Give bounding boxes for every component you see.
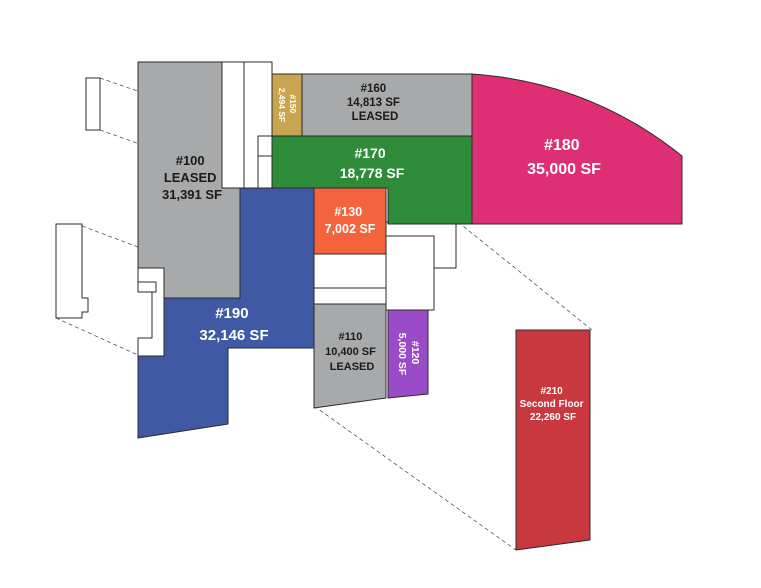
unit-100-area: 31,391 SF [162, 187, 222, 202]
unit-170-area: 18,778 SF [340, 165, 405, 181]
unit-210-number: #210 [540, 386, 563, 397]
projection-line [55, 317, 141, 357]
unit-120-number: #120 [409, 341, 421, 365]
unit-210-area: 22,260 SF [530, 412, 576, 423]
unit-130-label: #130 7,002 SF [325, 205, 376, 236]
unit-210-label: #210 Second Floor 22,260 SF [520, 386, 587, 423]
unit-210-floor: Second Floor [520, 399, 584, 410]
unit-110-label: #110 10,400 SF LEASED [325, 331, 379, 373]
unit-110-shape[interactable] [313, 303, 387, 409]
detached-outline [55, 223, 89, 319]
unit-120-area: 5,000 SF [396, 333, 408, 376]
unit-180-shape[interactable] [471, 73, 683, 225]
white-block [257, 155, 273, 189]
unit-180-label: #180 35,000 SF [527, 137, 601, 178]
unit-130-number: #130 [334, 205, 362, 219]
unit-130-shape[interactable] [313, 187, 387, 255]
unit-170-number: #170 [354, 145, 385, 161]
projection-line [313, 405, 517, 551]
unit-190-shape[interactable] [137, 187, 315, 439]
unit-150-label: #150 2,494 SF [277, 88, 298, 123]
unit-160-label: #160 14,813 SF LEASED [347, 83, 403, 123]
unit-150-shape[interactable] [271, 73, 303, 137]
building-structure [221, 61, 457, 311]
projection-line [457, 221, 593, 331]
detached-outline [85, 77, 101, 131]
unit-100-number: #100 [176, 153, 205, 168]
unit-190-label: #190 32,146 SF [199, 305, 268, 344]
unit-150-area: 2,494 SF [277, 88, 287, 123]
unit-210-shape[interactable] [515, 329, 591, 551]
unit-160-shape[interactable] [301, 73, 473, 137]
unit-180-area: 35,000 SF [527, 161, 601, 178]
unit-110-area: 10,400 SF [325, 346, 376, 358]
white-notch [137, 281, 157, 293]
unit-160-area: 14,813 SF [347, 97, 400, 109]
unit-150-number: #150 [288, 94, 298, 113]
unit-110-status: LEASED [330, 361, 375, 373]
unit-180-number: #180 [544, 137, 580, 154]
white-notch [137, 267, 165, 357]
unit-190-number: #190 [215, 305, 248, 322]
white-block [221, 61, 245, 189]
unit-110-number: #110 [339, 331, 363, 343]
unit-100-label: #100 LEASED 31,391 SF [162, 153, 222, 202]
unit-190-area: 32,146 SF [199, 327, 268, 344]
unit-160-status: LEASED [352, 111, 399, 123]
unit-120-label: #120 5,000 SF [396, 333, 421, 376]
unit-100-status: LEASED [164, 170, 217, 185]
unit-120-shape[interactable] [387, 309, 429, 399]
white-block [257, 135, 273, 157]
white-corridor [385, 235, 435, 311]
white-corridor [313, 253, 387, 305]
unit-170-label: #170 18,778 SF [340, 145, 405, 181]
unit-160-number: #160 [361, 83, 387, 95]
unit-130-area: 7,002 SF [325, 222, 376, 236]
